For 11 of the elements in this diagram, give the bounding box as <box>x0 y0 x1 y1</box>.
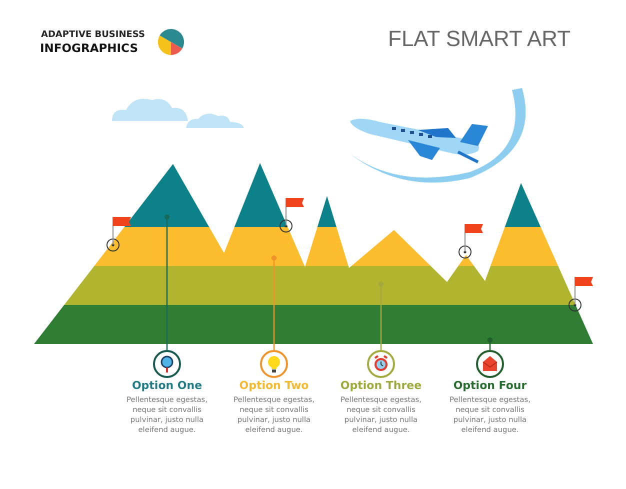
header-text: ADAPTIVE BUSINESS <box>41 30 145 40</box>
leader-line <box>164 214 170 350</box>
option-heading: Option Three <box>339 379 423 392</box>
title: FLAT SMART ART <box>388 26 571 52</box>
header-text: INFOGRAPHICS <box>40 41 138 55</box>
option-heading: Option Two <box>238 379 310 392</box>
option-heading: Option Four <box>452 379 528 392</box>
leader-line <box>271 255 277 350</box>
leader-line <box>378 281 384 350</box>
option-heading: Option One <box>130 379 204 392</box>
leader-line <box>487 337 493 350</box>
